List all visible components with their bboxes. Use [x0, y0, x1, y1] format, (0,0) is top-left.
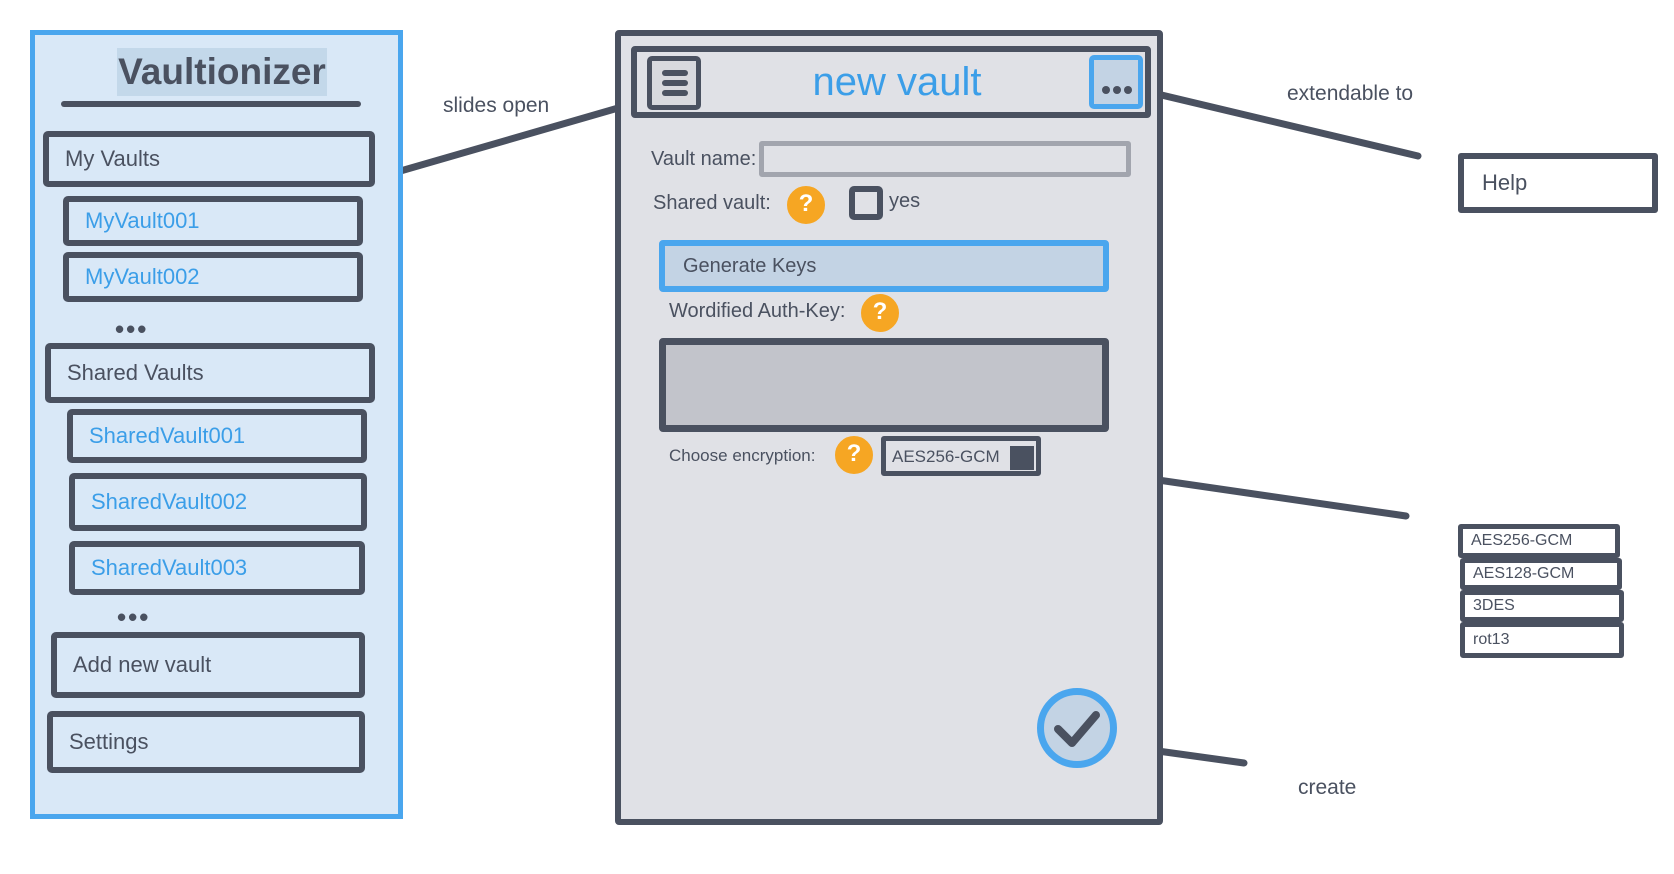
- sidebar-item-my-vaults[interactable]: My Vaults: [43, 131, 375, 187]
- sidebar-item-sharedvault001[interactable]: SharedVault001: [67, 409, 367, 463]
- create-note: create: [1298, 776, 1357, 799]
- sidebar-item-label: SharedVault002: [91, 489, 248, 514]
- sidebar-item-myvault001[interactable]: MyVault001: [63, 196, 363, 246]
- sidebar-item-label: Add new vault: [73, 652, 212, 677]
- help-menu-item[interactable]: Help: [1458, 153, 1658, 213]
- vault-name-label: Vault name:: [651, 148, 757, 170]
- more-my-vaults-indicator: •••: [115, 314, 149, 344]
- generate-keys-label: Generate Keys: [683, 254, 817, 277]
- encryption-option-aes128[interactable]: AES128-GCM: [1460, 558, 1622, 590]
- sidebar-item-shared-vaults[interactable]: Shared Vaults: [45, 343, 375, 403]
- sidebar-item-label: SharedVault003: [91, 555, 248, 580]
- navigation-sidebar: Vaultionizer My Vaults MyVault001 MyVaul…: [30, 30, 403, 819]
- shared-yes-label: yes: [889, 190, 921, 212]
- auth-key-label: Wordified Auth-Key:: [669, 300, 846, 322]
- vault-name-input[interactable]: [759, 141, 1131, 177]
- encryption-option-rot13[interactable]: rot13: [1460, 622, 1624, 658]
- menu-button[interactable]: [647, 56, 701, 110]
- title-divider: [61, 101, 361, 107]
- sidebar-item-label: Settings: [69, 729, 149, 754]
- sidebar-item-label: MyVault002: [85, 264, 200, 289]
- shared-vault-label: Shared vault:: [653, 192, 771, 214]
- encryption-selected-value: AES256-GCM: [892, 447, 1000, 466]
- new-vault-screen: new vault Vault name: Shared vault: ? ye…: [615, 30, 1163, 825]
- sidebar-item-myvault002[interactable]: MyVault002: [63, 252, 363, 302]
- more-options-button[interactable]: [1089, 55, 1143, 109]
- app-title: Vaultionizer: [117, 48, 327, 96]
- encryption-option-aes256[interactable]: AES256-GCM: [1458, 524, 1620, 558]
- sidebar-item-label: My Vaults: [65, 146, 160, 171]
- caret-down-icon: [1010, 446, 1034, 470]
- encryption-option-3des[interactable]: 3DES: [1460, 590, 1624, 622]
- option-label: AES128-GCM: [1473, 565, 1575, 582]
- encryption-select[interactable]: AES256-GCM: [881, 436, 1041, 476]
- more-shared-vaults-indicator: •••: [117, 602, 151, 632]
- auth-key-help-button[interactable]: ?: [861, 294, 899, 332]
- question-mark-icon: ?: [872, 298, 888, 325]
- create-vault-button[interactable]: [1037, 688, 1117, 768]
- help-menu-label: Help: [1482, 170, 1528, 195]
- add-new-vault-button[interactable]: Add new vault: [51, 632, 365, 698]
- settings-button[interactable]: Settings: [47, 711, 365, 773]
- extendable-to-note: extendable to: [1287, 82, 1414, 105]
- option-label: 3DES: [1473, 597, 1515, 614]
- sidebar-item-sharedvault002[interactable]: SharedVault002: [69, 473, 367, 531]
- encryption-help-button[interactable]: ?: [835, 436, 873, 474]
- auth-key-textarea[interactable]: [659, 338, 1109, 432]
- encryption-label: Choose encryption:: [669, 446, 816, 465]
- screen-title: new vault: [812, 60, 982, 104]
- question-mark-icon: ?: [846, 440, 862, 467]
- encryption-options-list: AES256-GCM AES128-GCM 3DES rot13: [1458, 524, 1628, 658]
- sidebar-item-label: Shared Vaults: [67, 360, 204, 385]
- question-mark-icon: ?: [798, 190, 814, 217]
- slides-open-note: slides open: [443, 94, 550, 117]
- sidebar-item-sharedvault003[interactable]: SharedVault003: [69, 541, 365, 595]
- generate-keys-button[interactable]: Generate Keys: [659, 240, 1109, 292]
- checkmark-icon: [1054, 711, 1100, 747]
- screen-header: new vault: [631, 46, 1151, 118]
- sidebar-item-label: MyVault001: [85, 208, 200, 233]
- shared-vault-checkbox[interactable]: [849, 186, 883, 220]
- option-label: AES256-GCM: [1471, 532, 1573, 549]
- option-label: rot13: [1473, 631, 1510, 648]
- sidebar-item-label: SharedVault001: [89, 423, 246, 448]
- shared-vault-help-button[interactable]: ?: [787, 186, 825, 224]
